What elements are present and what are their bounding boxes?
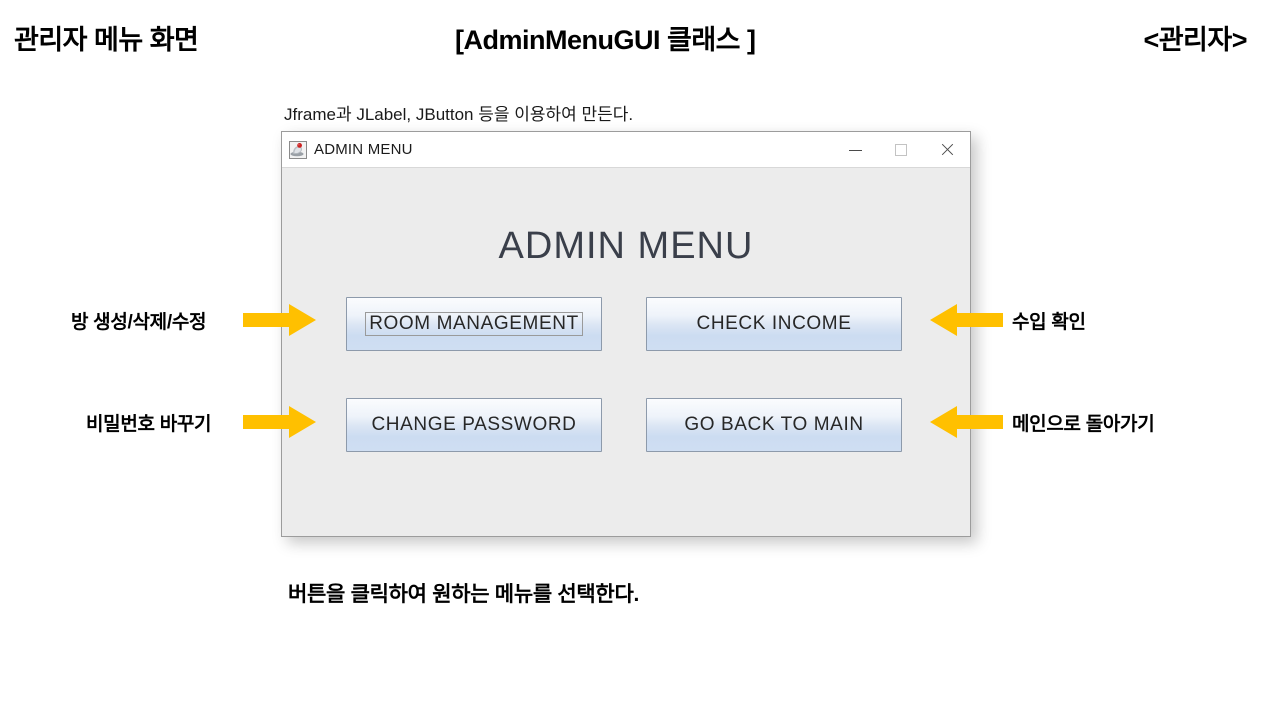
slide-title-center: [AdminMenuGUI 클래스 ] bbox=[455, 25, 756, 55]
maximize-button[interactable] bbox=[878, 132, 924, 168]
maximize-icon bbox=[895, 144, 907, 156]
annotation-go-back-to-main: 메인으로 돌아가기 bbox=[1012, 414, 1155, 435]
minimize-button[interactable] bbox=[832, 132, 878, 168]
go-back-to-main-label: GO BACK TO MAIN bbox=[684, 414, 864, 435]
room-management-label: ROOM MANAGEMENT bbox=[365, 312, 583, 336]
annotation-change-password: 비밀번호 바꾸기 bbox=[86, 414, 212, 435]
annotation-room-management: 방 생성/삭제/수정 bbox=[71, 312, 207, 333]
arrow-left-icon bbox=[930, 405, 1004, 439]
slide-title-right: <관리자> bbox=[1143, 25, 1247, 55]
minimize-icon bbox=[848, 149, 862, 151]
window-controls bbox=[832, 132, 970, 168]
arrow-right-icon bbox=[243, 405, 317, 439]
annotation-check-income: 수입 확인 bbox=[1012, 312, 1086, 333]
admin-menu-heading: ADMIN MENU bbox=[498, 225, 754, 267]
window-title: ADMIN MENU bbox=[314, 141, 413, 158]
arrow-left-icon bbox=[930, 303, 1004, 337]
slide-caption-bottom: 버튼을 클릭하여 원하는 메뉴를 선택한다. bbox=[288, 583, 640, 606]
close-icon bbox=[940, 143, 954, 157]
room-management-button[interactable]: ROOM MANAGEMENT bbox=[346, 297, 602, 351]
arrow-right-icon bbox=[243, 303, 317, 337]
slide-title-left: 관리자 메뉴 화면 bbox=[14, 25, 199, 55]
window-titlebar: ADMIN MENU bbox=[282, 132, 970, 168]
check-income-button[interactable]: CHECK INCOME bbox=[646, 297, 902, 351]
change-password-button[interactable]: CHANGE PASSWORD bbox=[346, 398, 602, 452]
check-income-label: CHECK INCOME bbox=[696, 313, 852, 334]
change-password-label: CHANGE PASSWORD bbox=[371, 414, 577, 435]
note-above-window: Jframe과 JLabel, JButton 등을 이용하여 만든다. bbox=[284, 105, 634, 124]
window-content: ADMIN MENU ROOM MANAGEMENT CHECK INCOME … bbox=[282, 168, 970, 536]
slide-header: 관리자 메뉴 화면 [AdminMenuGUI 클래스 ] <관리자> bbox=[0, 0, 1280, 72]
go-back-to-main-button[interactable]: GO BACK TO MAIN bbox=[646, 398, 902, 452]
admin-menu-window: ADMIN MENU ADMIN MENU ROOM MANAGEMENT CH… bbox=[281, 131, 971, 537]
close-button[interactable] bbox=[924, 132, 970, 168]
java-duke-icon bbox=[289, 140, 307, 159]
